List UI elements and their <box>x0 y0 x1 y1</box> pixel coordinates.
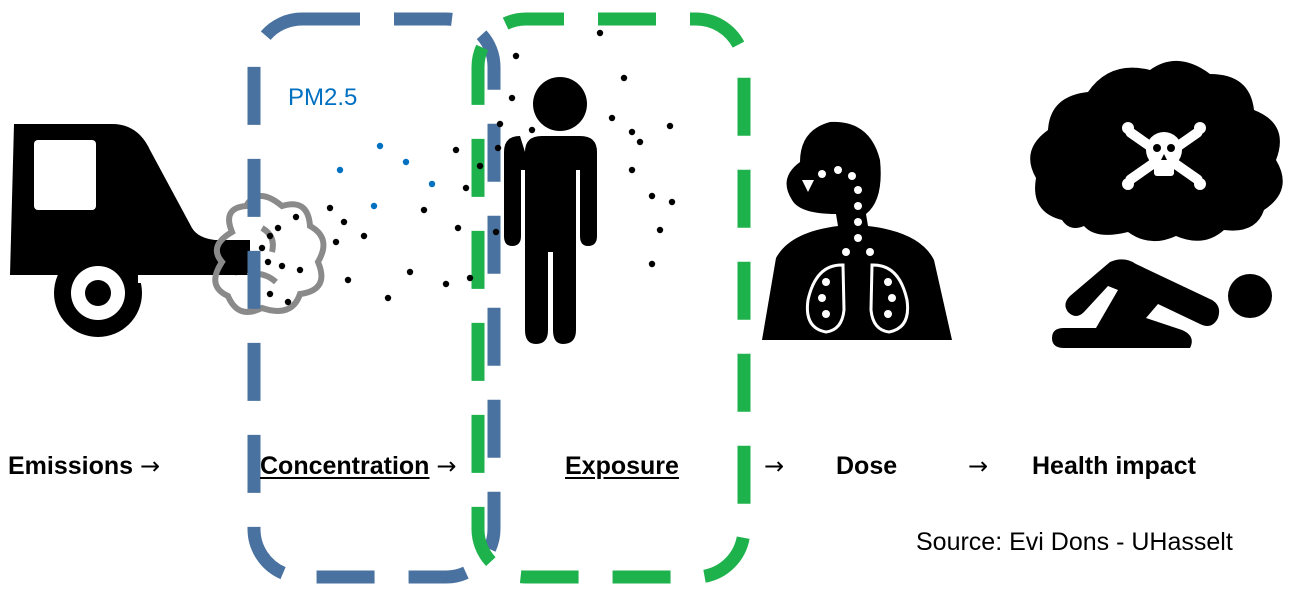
concentration-box <box>247 12 501 584</box>
particle-dot <box>274 224 282 232</box>
arrow-3: → <box>764 452 785 480</box>
particle-dot <box>332 238 340 246</box>
particle-dot <box>462 184 470 192</box>
particle-dot <box>384 294 392 302</box>
pm25-label: PM2.5 <box>288 84 358 111</box>
particle-dot <box>628 128 636 136</box>
stage-concentration: Concentration → <box>260 451 457 481</box>
particle-dot <box>284 298 292 306</box>
particles <box>232 29 676 306</box>
particle-dot <box>452 146 460 154</box>
particle-dot <box>496 120 504 128</box>
particle-dot <box>494 144 502 152</box>
particle-dot <box>608 114 616 122</box>
truck-exhaust-icon <box>10 124 250 337</box>
pm25-particle-dot <box>336 166 344 174</box>
stage-health-impact: Health impact <box>1032 451 1196 481</box>
particle-dot <box>360 232 368 240</box>
stage-concentration-label: Concentration <box>260 452 430 480</box>
particle-dot <box>508 94 516 102</box>
stage-health-impact-label: Health impact <box>1032 452 1196 480</box>
particle-dot <box>466 274 474 282</box>
particle-dot <box>454 224 462 232</box>
pm25-particle-dot <box>428 180 436 188</box>
person-icon <box>504 77 597 344</box>
arrow-2: → <box>436 452 457 480</box>
particle-dot <box>326 204 334 212</box>
particle-dot <box>512 52 520 60</box>
source-credit: Source: Evi Dons - UHasselt <box>916 528 1233 556</box>
particle-dot <box>236 252 244 260</box>
collapsed-person-icon <box>1052 259 1272 348</box>
particle-dot <box>476 162 484 170</box>
particle-dot <box>292 213 300 221</box>
particle-dot <box>648 192 656 200</box>
particle-dot <box>656 226 664 234</box>
particle-dot <box>620 74 628 82</box>
lungs-respiratory-icon <box>762 121 952 341</box>
arrow-1: → <box>140 452 161 480</box>
stage-exposure: Exposure <box>565 451 679 481</box>
toxic-cloud-skull-icon <box>1030 60 1283 242</box>
particle-dot <box>266 232 274 240</box>
particle-dot <box>266 290 274 298</box>
particle-dot <box>666 122 674 130</box>
particle-dot <box>420 206 428 214</box>
particle-dot <box>628 166 636 174</box>
exposure-box <box>471 12 751 584</box>
particle-dot <box>528 126 536 134</box>
pm25-particle-dot <box>370 202 378 210</box>
particle-dot <box>340 218 348 226</box>
arrow-4-wrap: → <box>968 451 988 481</box>
particle-dot <box>344 276 352 284</box>
particle-dot <box>240 262 248 270</box>
pm25-particle-dot <box>376 142 384 150</box>
particle-dot <box>636 138 644 146</box>
stage-emissions: Emissions → <box>8 451 160 481</box>
particle-dot <box>264 258 272 266</box>
particle-dot <box>258 244 266 252</box>
particle-dot <box>232 268 240 276</box>
particle-dot <box>442 280 450 288</box>
stage-emissions-label: Emissions <box>8 452 134 480</box>
particle-dot <box>596 29 604 37</box>
stage-exposure-label: Exposure <box>565 452 679 480</box>
particle-dot <box>492 228 500 236</box>
stage-dose: Dose <box>836 451 897 481</box>
pm25-particle-dot <box>402 158 410 166</box>
particle-dot <box>668 198 676 206</box>
stage-dose-label: Dose <box>836 452 898 480</box>
particle-dot <box>648 260 656 268</box>
particle-dot <box>406 268 414 276</box>
arrow-3-wrap: → <box>764 451 784 481</box>
particle-dot <box>296 266 304 274</box>
particle-dot <box>278 262 286 270</box>
arrow-4: → <box>968 452 989 480</box>
